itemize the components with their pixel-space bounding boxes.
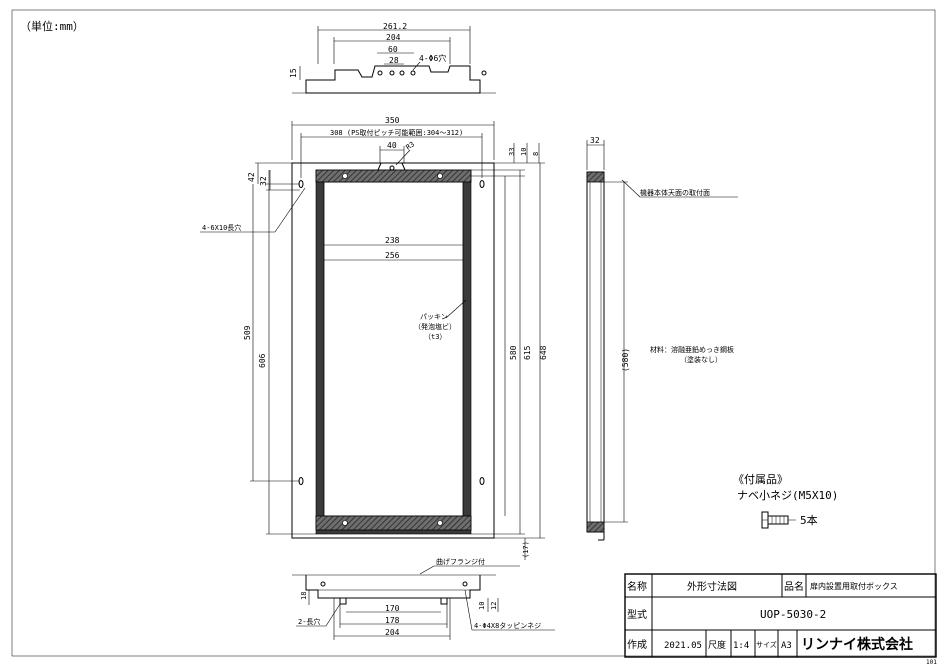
flange-note: 曲げフランジ付 — [436, 557, 485, 566]
size-value: A3 — [781, 641, 792, 651]
top-hole-2 — [389, 70, 395, 76]
top-hole-note: 4-Φ6穴 — [419, 53, 446, 63]
side-view: 32 (580) 機器本体天面の取付面 材料：溶融亜鉛めっき鋼板 （塗装なし） — [586, 136, 738, 541]
dim-606: 606 — [258, 353, 267, 368]
created-value: 2021.05 — [664, 641, 702, 651]
top-hole-3 — [399, 70, 405, 76]
name-label: 名称 — [627, 580, 647, 593]
bottom-flange-hatch — [315, 515, 472, 531]
dim-28: 28 — [389, 56, 399, 65]
slot-note: 4-6X10長穴 — [202, 223, 241, 232]
screw-icon — [761, 511, 796, 529]
gasket-label-1: パッキン — [420, 313, 448, 321]
dim-204-top: 204 — [386, 33, 401, 42]
dim-178: 178 — [385, 616, 400, 625]
dim-r3: R3 — [405, 140, 417, 151]
material-note-2: （塗装なし） — [680, 355, 722, 364]
dim-170: 170 — [385, 604, 400, 613]
top-view: 261.2 204 60 28 4-Φ6穴 15 — [289, 22, 496, 94]
dim-33: 33 — [508, 148, 516, 156]
gasket-label-3: （t3） — [424, 333, 446, 341]
bottom-hole-note: 2-長穴 — [298, 617, 320, 626]
material-note: 材料：溶融亜鉛めっき鋼板 — [650, 345, 734, 354]
dim-261-2: 261.2 — [383, 22, 407, 31]
scale-label: 尺度 — [708, 639, 726, 651]
side-body — [586, 171, 605, 533]
inner-opening — [323, 181, 464, 517]
dim-648: 648 — [539, 345, 548, 360]
model-value: UOP-5030-2 — [760, 608, 826, 621]
side-dim-32: 32 — [590, 136, 600, 145]
gasket-label-2: （発泡塩ビ） — [414, 322, 456, 331]
name-value: 外形寸法図 — [687, 580, 737, 593]
sheet-border — [11, 9, 936, 657]
sheet-number: 101 — [926, 659, 937, 666]
dim-40: 40 — [387, 141, 397, 150]
bottom-view: 曲げフランジ付 18 170 178 204 10 12 2-長穴 4-Φ4X8… — [292, 557, 555, 640]
bottom-flange-outline — [305, 575, 481, 599]
scale-value: 1:4 — [733, 641, 749, 651]
dim-509: 509 — [243, 325, 252, 340]
company-name: リンナイ株式会社 — [801, 636, 913, 653]
dim-238: 238 — [385, 236, 400, 245]
top-hole-1 — [377, 70, 383, 76]
dim-15: 15 — [289, 68, 298, 78]
product-value: 扉内設置用取付ボックス — [810, 581, 898, 591]
dim-17: (17) — [522, 541, 530, 558]
created-label: 作成 — [627, 639, 647, 651]
tapping-screw-note: 4-Φ4X8タッピンネジ — [474, 621, 541, 630]
dim-18: 18 — [300, 592, 308, 600]
dim-12: 12 — [490, 602, 498, 610]
slot-top-right — [479, 180, 485, 188]
slot-bottom-right — [479, 477, 485, 485]
dim-42: 42 — [247, 172, 256, 182]
accessories: 《付属品》 ナベ小ネジ(M5X10) 5本 — [733, 473, 838, 529]
title-block: 名称 外形寸法図 品名 扉内設置用取付ボックス 型式 UOP-5030-2 作成… — [624, 573, 937, 666]
accessory-qty: 5本 — [800, 513, 818, 527]
product-label: 品名 — [784, 580, 804, 593]
side-dim-580: (580) — [621, 348, 630, 372]
dim-32-left: 32 — [259, 176, 268, 186]
dim-60: 60 — [388, 45, 398, 54]
dim-8: 8 — [532, 152, 540, 156]
dim-580: 580 — [509, 345, 518, 360]
model-label: 型式 — [627, 608, 647, 621]
mount-surface-note: 機器本体天面の取付面 — [640, 188, 710, 197]
dim-10: 10 — [520, 148, 528, 156]
dim-350: 350 — [385, 116, 400, 125]
front-view: 350 308 (PS取付ピッチ可能範囲:304～312) 40 R3 42 3… — [200, 116, 548, 560]
dim-615: 615 — [523, 345, 532, 360]
dim-204-bottom: 204 — [385, 628, 400, 637]
dim-256: 256 — [385, 251, 400, 260]
size-label: サイズ — [756, 640, 777, 649]
title-block-frame — [624, 573, 937, 658]
dim-10-bottom: 10 — [478, 602, 486, 610]
top-flange-hatch — [315, 169, 472, 183]
unit-note: （単位:mm） — [20, 19, 84, 33]
accessories-title: 《付属品》 — [733, 473, 788, 486]
top-flange-outline — [305, 65, 481, 94]
accessory-item: ナベ小ネジ(M5X10) — [737, 489, 838, 502]
top-hole-4 — [410, 70, 416, 76]
dim-pitch: 308 (PS取付ピッチ可能範囲:304～312) — [330, 128, 463, 137]
